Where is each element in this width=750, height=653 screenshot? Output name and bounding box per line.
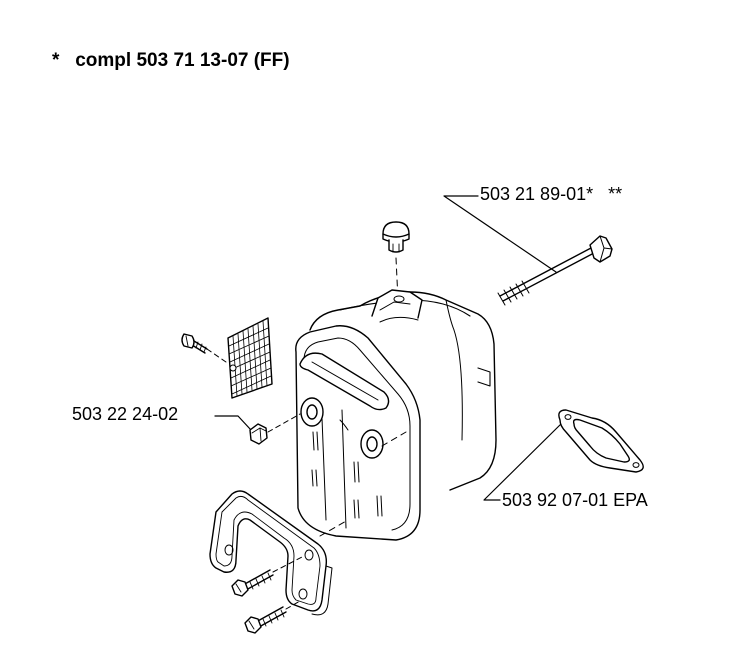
assembly-title: * compl 503 71 13-07 (FF) (52, 50, 290, 71)
nut-leader (215, 416, 251, 430)
hex-nut (250, 414, 300, 444)
top-plug (383, 222, 409, 300)
exhaust-gasket (559, 410, 643, 472)
callout-gasket-part-number: 503 92 07-01 EPA (502, 490, 648, 510)
gasket-leader (484, 420, 565, 500)
screen-screw (182, 334, 226, 362)
leader-lines (215, 196, 565, 500)
callout-bolt-part-number: 503 21 89-01* ** (480, 184, 623, 204)
callout-nut-part-number: 503 22 24-02 (72, 404, 179, 424)
assembly-axis-lines (320, 432, 406, 536)
mounting-bracket (210, 491, 332, 615)
long-bolt (498, 236, 612, 305)
muffler-body (296, 290, 496, 540)
bracket-screw-lower (245, 601, 300, 633)
bolt-leader (444, 196, 556, 272)
spark-screen (228, 318, 272, 398)
bracket-screw-upper (232, 556, 304, 596)
